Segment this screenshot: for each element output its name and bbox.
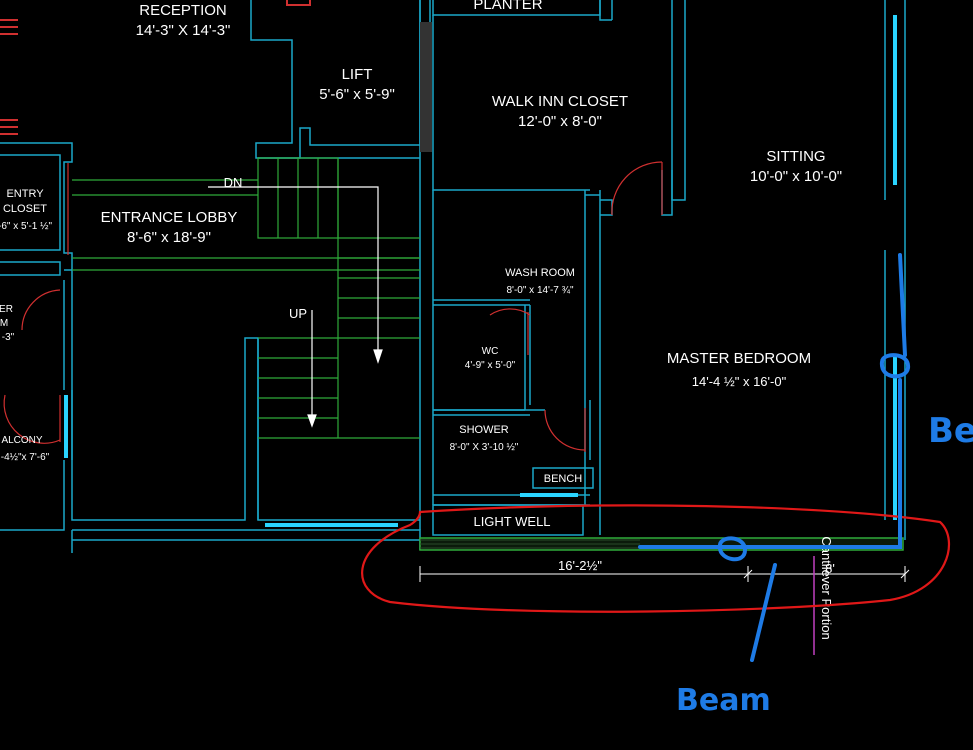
room-shower-size: 8'-0" X 3'-10 ½" — [450, 442, 519, 453]
hatched-wall — [420, 22, 432, 152]
room-bench-name: BENCH — [544, 473, 583, 485]
room-reception-size: 14'-3" X 14'-3" — [136, 22, 231, 39]
dimension-line — [419, 566, 910, 582]
cantilever-label: Cantilever Portion — [819, 536, 834, 639]
glazing — [64, 15, 897, 527]
doors — [0, 0, 663, 452]
room-lightwell-name: LIGHT WELL — [473, 514, 550, 529]
room-entry-closet-line2: CLOSET — [3, 203, 47, 215]
room-lift-name: LIFT — [342, 66, 373, 83]
room-wc-size: 4'-9" x 5'-0" — [465, 360, 516, 371]
room-sitting-size: 10'-0" x 10'-0" — [750, 168, 842, 185]
dimension-cantilever-text: 8' — [825, 561, 835, 576]
room-partial-line2: M — [0, 318, 8, 329]
room-wc-name: WC — [482, 346, 499, 357]
room-lift-size: 5'-6" x 5'-9" — [319, 86, 395, 103]
markup-beam-right-label: Be — [928, 411, 973, 451]
room-balcony-size: -4½"x 7'-6" — [1, 452, 50, 463]
markup-blue-beam — [638, 253, 910, 662]
room-planter-name: PLANTER — [473, 0, 542, 13]
room-partial-line1: ER — [0, 304, 13, 315]
stair-down-label: DN — [224, 175, 243, 190]
room-lobby-name: ENTRANCE LOBBY — [101, 209, 238, 226]
staircase — [72, 157, 420, 439]
room-closet-size: 12'-0" x 8'-0" — [518, 113, 602, 130]
room-shower-name: SHOWER — [459, 424, 509, 436]
room-closet-name: WALK INN CLOSET — [492, 93, 628, 110]
room-partial-line3: -3" — [2, 332, 15, 343]
stair-arrows — [208, 186, 383, 428]
room-washroom-size: 8'-0" x 14'-7 ¾" — [506, 285, 574, 296]
room-entry-closet-size: -6" x 5'-1 ½" — [0, 221, 52, 232]
room-sitting-name: SITTING — [766, 148, 825, 165]
markup-beam-label: Beam — [676, 683, 771, 718]
room-reception-name: RECEPTION — [139, 2, 227, 19]
markup-red-ellipse — [361, 504, 950, 613]
walls — [0, 0, 906, 553]
room-bedroom-size: 14'-4 ½" x 16'-0" — [692, 374, 787, 389]
room-lobby-size: 8'-6" x 18'-9" — [127, 229, 211, 246]
room-balcony-name: ALCONY — [1, 435, 42, 446]
stair-up-label: UP — [289, 306, 307, 321]
room-entry-closet-line1: ENTRY — [6, 188, 44, 200]
dimension-main-text: 16'-2½" — [558, 558, 602, 573]
room-washroom-name: WASH ROOM — [505, 267, 575, 279]
room-bedroom-name: MASTER BEDROOM — [667, 350, 811, 367]
